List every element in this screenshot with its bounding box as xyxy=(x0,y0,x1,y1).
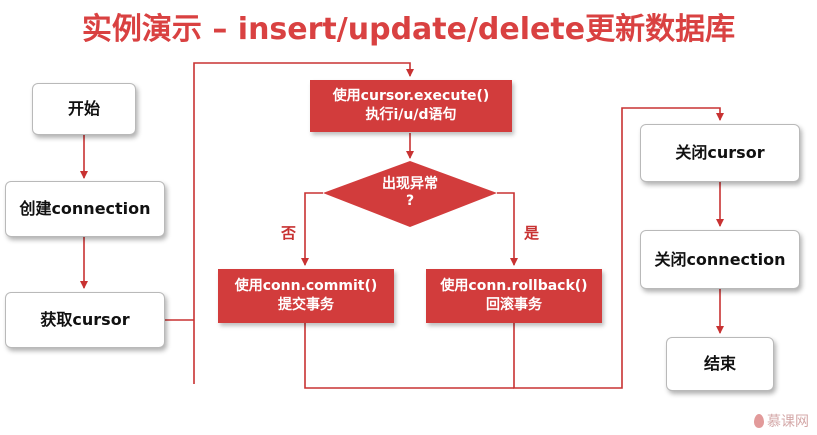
node-rollback-line2: 回滚事务 xyxy=(486,297,542,313)
flame-icon xyxy=(754,414,764,428)
node-close-connection: 关闭connection xyxy=(640,230,800,289)
node-decision-text: 出现异常 ? xyxy=(350,170,470,216)
node-start: 开始 xyxy=(32,83,136,135)
node-execute: 使用cursor.execute() 执行i/u/d语句 xyxy=(310,80,512,132)
edge-commit-join xyxy=(304,323,514,389)
label-yes: 是 xyxy=(524,224,540,242)
node-close-cursor: 关闭cursor xyxy=(640,124,800,182)
edge-decision-rollback xyxy=(497,192,518,266)
node-execute-line2: 执行i/u/d语句 xyxy=(365,107,457,123)
edge-rollback-close-cursor xyxy=(513,107,724,389)
node-decision-line1: 出现异常 xyxy=(382,176,438,192)
node-commit-line2: 提交事务 xyxy=(278,297,334,313)
label-no: 否 xyxy=(281,224,297,242)
node-commit-line1: 使用conn.commit() xyxy=(234,278,378,294)
watermark: 慕课网 xyxy=(754,411,809,431)
edge-decision-commit xyxy=(301,192,323,266)
node-rollback-line1: 使用conn.rollback() xyxy=(440,278,588,294)
slide-title: 实例演示 – insert/update/delete更新数据库 xyxy=(81,12,736,47)
node-create-connection: 创建connection xyxy=(5,181,165,237)
node-commit: 使用conn.commit() 提交事务 xyxy=(218,269,394,323)
watermark-text: 慕课网 xyxy=(767,414,809,430)
edge-cursor-execute xyxy=(165,62,414,384)
node-execute-line1: 使用cursor.execute() xyxy=(332,88,490,104)
node-get-cursor: 获取cursor xyxy=(5,292,165,348)
decision-diamond xyxy=(323,161,497,227)
node-decision-line2: ? xyxy=(405,193,415,209)
node-rollback: 使用conn.rollback() 回滚事务 xyxy=(426,269,602,323)
node-end: 结束 xyxy=(666,337,774,391)
